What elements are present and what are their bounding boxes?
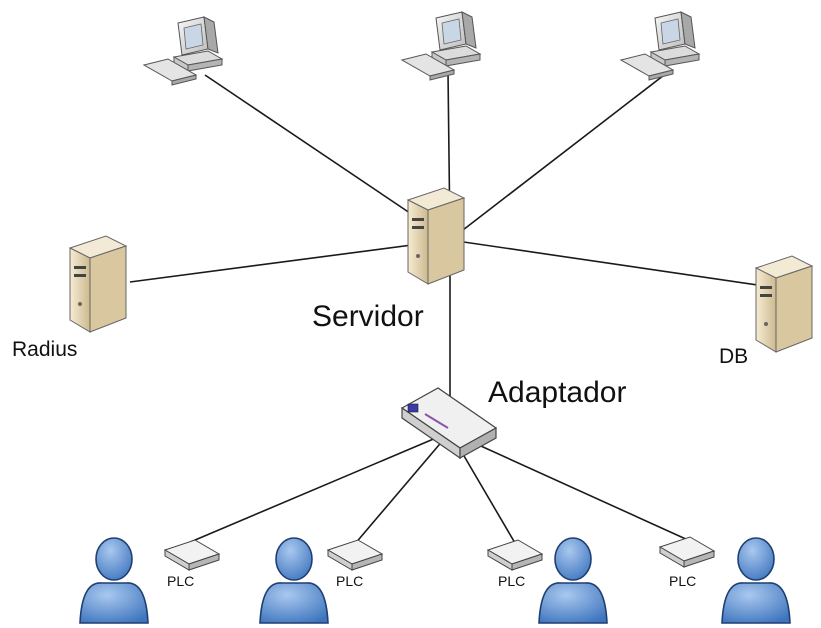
plc-label: PLC (498, 573, 526, 589)
plc-label: PLC (167, 573, 195, 589)
plc-modem-icon (659, 536, 715, 568)
network-adapter-icon (400, 387, 498, 460)
desktop-computer-icon (143, 16, 223, 86)
link-adapter-plc-1 (187, 431, 451, 544)
tower-server-icon (407, 187, 465, 285)
user-icon (79, 537, 149, 624)
radius-label: Radius (12, 338, 78, 361)
link-server-radius (129, 239, 451, 283)
plc-label: PLC (669, 573, 697, 589)
desktop-computer-icon (401, 11, 481, 81)
user-icon (259, 537, 329, 624)
desktop-computer-icon (620, 11, 700, 81)
link-server-db (449, 239, 793, 291)
plc-modem-icon (327, 539, 383, 571)
user-icon (721, 537, 791, 624)
adaptador-label: Adaptador (488, 376, 627, 409)
connection-lines (129, 71, 793, 546)
radius-server-icon (69, 235, 127, 333)
db-label: DB (719, 345, 749, 368)
link-adapter-plc-4 (449, 431, 689, 541)
plc-label: PLC (336, 573, 364, 589)
plc-modem-icon (164, 539, 220, 571)
link-server-pc-right (449, 71, 669, 241)
servidor-label: Servidor (312, 300, 424, 333)
plc-modem-icon (487, 539, 543, 571)
user-icon (538, 537, 608, 624)
db-server-icon (755, 255, 813, 353)
link-adapter-plc-2 (353, 431, 451, 546)
